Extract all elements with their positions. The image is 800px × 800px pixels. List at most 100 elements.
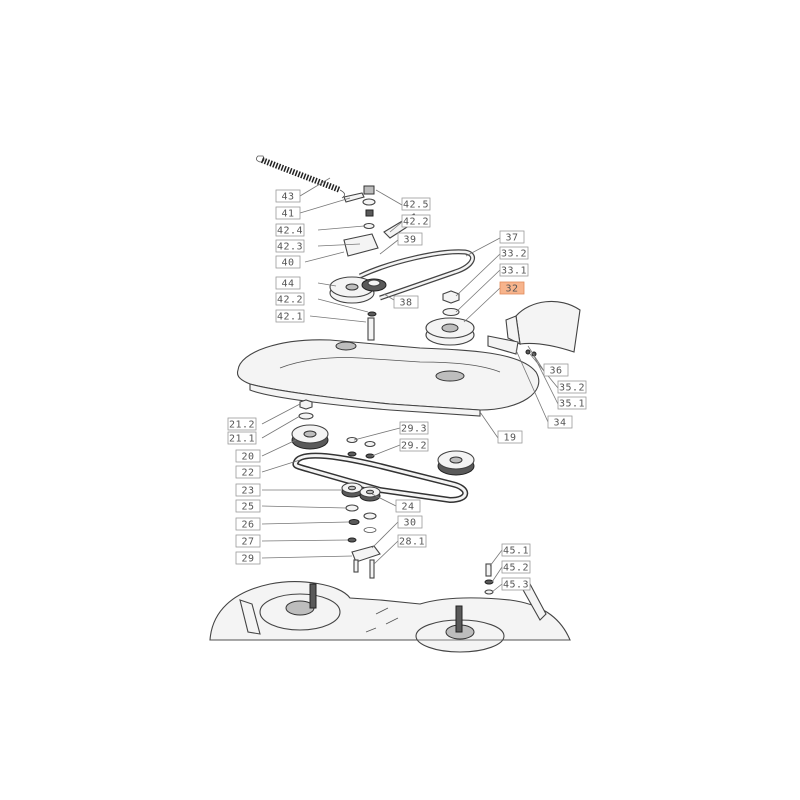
callout-35-2[interactable]: 35.2: [557, 380, 587, 394]
callout-42-2b[interactable]: 42.2: [275, 292, 305, 306]
callout-box: [499, 246, 529, 260]
cover-bracket[interactable]: [487, 335, 537, 357]
callout-21-1[interactable]: 21.1: [227, 431, 257, 445]
callout-box: [557, 380, 587, 394]
left-nut-stack[interactable]: [298, 399, 314, 420]
callout-42-4[interactable]: 42.4: [275, 223, 305, 237]
flat-idler-23[interactable]: [341, 482, 363, 498]
left-deck-pulley[interactable]: [291, 424, 329, 450]
callout-43[interactable]: 43: [275, 189, 301, 203]
pulley-nut[interactable]: [442, 290, 460, 317]
callout-box: [235, 517, 261, 531]
upper-drive-belt[interactable]: [358, 249, 476, 301]
callout-label: 45.1: [503, 546, 529, 557]
callout-label: 29.2: [401, 441, 427, 452]
callout-label: 29.3: [401, 424, 427, 435]
callout-box: [235, 499, 261, 513]
callout-box: [499, 263, 529, 277]
callout-32[interactable]: 32: [499, 281, 525, 295]
callout-label: 34: [553, 418, 566, 429]
callout-26[interactable]: 26: [235, 517, 261, 531]
callout-22[interactable]: 22: [235, 465, 261, 479]
callout-label: 42.4: [277, 226, 303, 237]
callout-45-1[interactable]: 45.1: [501, 543, 531, 557]
callout-box: [547, 415, 573, 429]
callout-box: [501, 577, 531, 591]
belt-cover[interactable]: [505, 300, 581, 353]
deck-belt[interactable]: [292, 452, 469, 504]
callout-label: 33.1: [501, 266, 527, 277]
idler-bracket[interactable]: [343, 233, 379, 257]
idler-washer-stack[interactable]: [346, 436, 376, 459]
callout-label: 43: [281, 192, 294, 203]
callout-45-3[interactable]: 45.3: [501, 577, 531, 591]
idler-arm-30[interactable]: [351, 545, 381, 579]
callout-box: [393, 295, 419, 309]
bushing-stack[interactable]: [345, 504, 377, 543]
callout-label: 35.2: [559, 383, 585, 394]
callout-label: 39: [403, 235, 416, 246]
callout-box: [227, 431, 257, 445]
callout-29-3[interactable]: 29.3: [399, 421, 429, 435]
callout-box: [275, 292, 305, 306]
callout-33-1[interactable]: 33.1: [499, 263, 529, 277]
mower-deck-housing[interactable]: [209, 581, 571, 653]
callout-label: 45.3: [503, 580, 529, 591]
callout-38[interactable]: 38: [393, 295, 419, 309]
callout-24[interactable]: 24: [395, 499, 421, 513]
callout-30[interactable]: 30: [397, 515, 423, 529]
callout-42-1[interactable]: 42.1: [275, 309, 305, 323]
callout-box: [275, 239, 305, 253]
callout-42-2a[interactable]: 42.2: [401, 214, 431, 228]
callout-35-1[interactable]: 35.1: [557, 396, 587, 410]
callout-39[interactable]: 39: [397, 232, 423, 246]
callout-33-2[interactable]: 33.2: [499, 246, 529, 260]
callout-box: [227, 417, 257, 431]
callout-36[interactable]: 36: [543, 363, 569, 377]
callout-box: [275, 223, 305, 237]
callout-box: [275, 255, 301, 269]
callout-45-2[interactable]: 45.2: [501, 560, 531, 574]
callout-label: 36: [549, 366, 562, 377]
callout-34[interactable]: 34: [547, 415, 573, 429]
callout-label: 42.1: [277, 312, 303, 323]
callout-23[interactable]: 23: [235, 483, 261, 497]
callout-44[interactable]: 44: [275, 276, 301, 290]
callout-box: [401, 197, 431, 211]
right-hardware[interactable]: [484, 563, 494, 595]
callout-42-5[interactable]: 42.5: [401, 197, 431, 211]
callout-label: 23: [241, 486, 254, 497]
tension-spring[interactable]: [256, 155, 345, 199]
callout-42-3[interactable]: 42.3: [275, 239, 305, 253]
callout-box: [235, 551, 261, 565]
callout-label: 21.2: [229, 420, 255, 431]
callout-27[interactable]: 27: [235, 534, 261, 548]
callout-37[interactable]: 37: [499, 230, 525, 244]
callout-label: 42.5: [403, 200, 429, 211]
callout-label: 40: [281, 258, 294, 269]
callout-label: 29: [241, 554, 254, 565]
spindle-pulley-32[interactable]: [425, 317, 475, 346]
callout-label: 22: [241, 468, 254, 479]
callout-40[interactable]: 40: [275, 255, 301, 269]
callout-29[interactable]: 29: [235, 551, 261, 565]
callout-label: 26: [241, 520, 254, 531]
idler-bolt[interactable]: [367, 311, 377, 341]
callout-box: [235, 534, 261, 548]
callout-41[interactable]: 41: [275, 206, 301, 220]
callout-25[interactable]: 25: [235, 499, 261, 513]
callout-28-1[interactable]: 28.1: [397, 534, 427, 548]
callout-label: 20: [241, 452, 254, 463]
right-deck-pulley[interactable]: [437, 450, 475, 476]
callout-box: [499, 281, 525, 295]
link-plate[interactable]: [343, 192, 365, 203]
callout-box: [501, 543, 531, 557]
idler-pulley-44[interactable]: [329, 276, 387, 304]
callout-box: [501, 560, 531, 574]
callout-19[interactable]: 19: [497, 430, 523, 444]
flat-idler-24[interactable]: [359, 486, 381, 502]
deck-cover-plate[interactable]: [236, 339, 540, 417]
callout-29-2[interactable]: 29.2: [399, 438, 429, 452]
callout-20[interactable]: 20: [235, 449, 261, 463]
callout-21-2[interactable]: 21.2: [227, 417, 257, 431]
